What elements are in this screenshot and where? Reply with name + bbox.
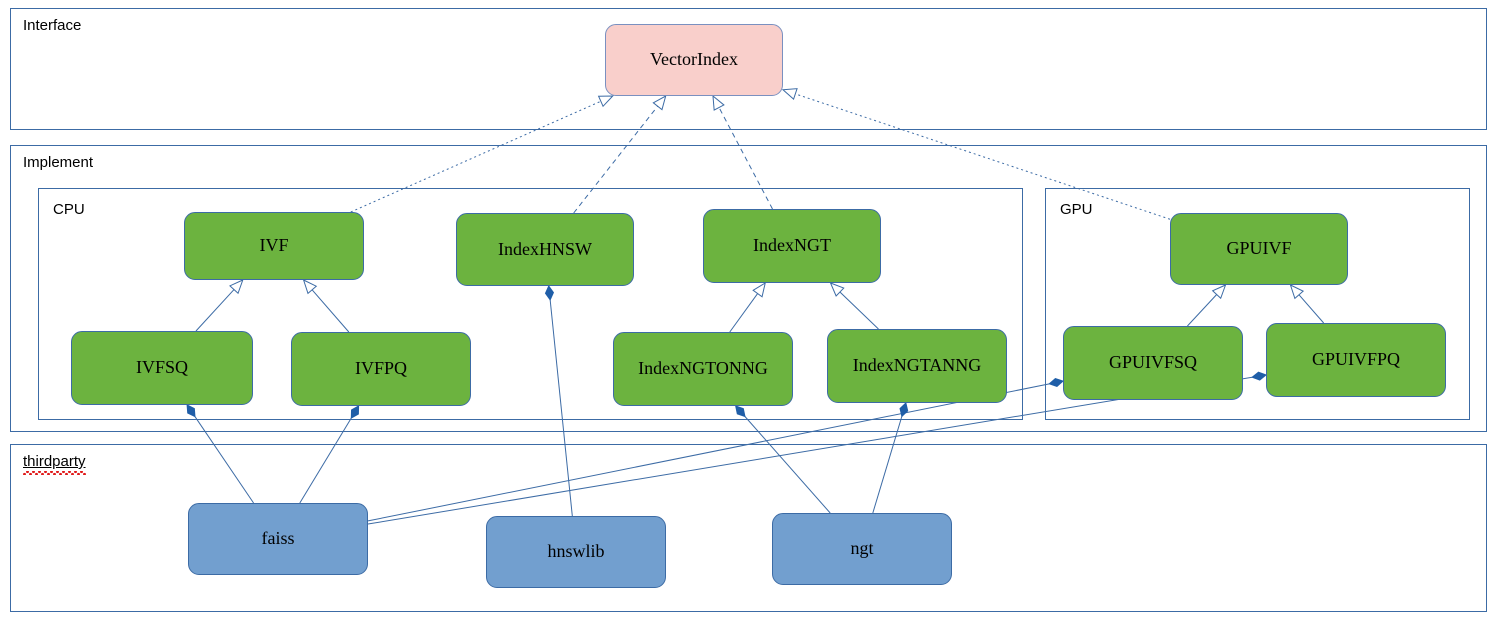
class-node-indexhnsw[interactable]: IndexHNSW (456, 213, 634, 286)
class-node-ivf[interactable]: IVF (184, 212, 364, 280)
edge-faiss-to-gpuivfsq (367, 383, 1050, 522)
arrowhead-hollow-triangle (1211, 284, 1227, 300)
class-node-ngt[interactable]: ngt (772, 513, 952, 585)
class-node-ivfpq[interactable]: IVFPQ (291, 332, 471, 406)
class-node-label: faiss (261, 528, 295, 549)
edge-indexngt-to-vectorindex (718, 107, 773, 210)
class-node-gpuivf[interactable]: GPUIVF (1170, 213, 1348, 285)
class-node-hnswlib[interactable]: hnswlib (486, 516, 666, 588)
edge-faiss-to-gpuivfpq (367, 376, 1253, 525)
arrowhead-hollow-triangle (712, 94, 725, 111)
class-node-label: IndexHNSW (498, 238, 592, 259)
arrowhead-hollow-triangle (597, 95, 614, 108)
class-node-indexngtonng[interactable]: IndexNGTONNG (613, 332, 793, 406)
class-node-indexngtanng[interactable]: IndexNGTANNG (827, 329, 1007, 403)
class-node-indexngt[interactable]: IndexNGT (703, 209, 881, 283)
arrowhead-filled-diamond (1048, 377, 1064, 387)
edge-gpuivfpq-to-gpuivf (1298, 294, 1325, 324)
edge-indexngtonng-to-indexngt (729, 293, 759, 333)
class-node-label: IVF (259, 235, 289, 256)
class-node-label: GPUIVFPQ (1311, 349, 1401, 370)
edge-ngt-to-indexngtanng (872, 416, 903, 514)
arrowhead-filled-diamond (735, 405, 746, 418)
edge-indexhnsw-to-vectorindex (573, 105, 659, 214)
edge-ivf-to-vectorindex (350, 100, 602, 213)
arrowhead-hollow-triangle (752, 281, 766, 298)
arrowhead-filled-diamond (544, 284, 555, 301)
package-cpu: CPU (38, 188, 1023, 420)
arrowhead-hollow-triangle (781, 88, 798, 100)
class-node-label: IndexNGTONNG (638, 358, 768, 379)
class-node-label: IVFPQ (354, 358, 407, 379)
class-node-label: IVFSQ (135, 357, 188, 378)
edge-ngt-to-indexngtonng (744, 416, 831, 514)
edge-gpuivfsq-to-gpuivf (1187, 294, 1218, 327)
class-node-faiss[interactable]: faiss (188, 503, 368, 575)
edge-ivfpq-to-ivf (311, 289, 350, 333)
class-node-label: VectorIndex (650, 49, 738, 70)
arrowhead-filled-diamond (350, 405, 360, 419)
package-cpu-label: CPU (53, 201, 85, 218)
arrowhead-filled-diamond (186, 404, 196, 418)
arrowhead-hollow-triangle (1289, 284, 1305, 300)
edge-faiss-to-ivfsq (194, 416, 254, 504)
arrowhead-hollow-triangle (829, 282, 845, 297)
class-node-label: ngt (850, 538, 874, 559)
class-node-gpuivfpq[interactable]: GPUIVFPQ (1266, 323, 1446, 397)
class-node-gpuivfsq[interactable]: GPUIVFSQ (1063, 326, 1243, 400)
edge-hnswlib-to-indexhnsw (549, 299, 573, 517)
edge-gpuivf-to-vectorindex (795, 93, 1171, 220)
arrowhead-filled-diamond (899, 402, 909, 418)
class-node-ivfsq[interactable]: IVFSQ (71, 331, 253, 405)
package-thirdparty-label: thirdparty (23, 453, 86, 475)
edge-ivfsq-to-ivf (195, 289, 235, 332)
package-gpu: GPU (1045, 188, 1470, 420)
class-node-label: hnswlib (547, 541, 605, 562)
arrowhead-filled-diamond (1251, 371, 1267, 381)
arrowhead-hollow-triangle (652, 94, 667, 111)
class-node-vectorindex[interactable]: VectorIndex (605, 24, 783, 96)
class-node-label: GPUIVF (1226, 238, 1292, 259)
edge-faiss-to-ivfpq (299, 417, 352, 504)
arrowhead-hollow-triangle (302, 279, 318, 295)
package-interface: Interface (10, 8, 1487, 130)
class-node-label: IndexNGT (753, 235, 831, 256)
package-interface-label: Interface (23, 17, 82, 34)
arrowhead-hollow-triangle (229, 279, 244, 295)
package-gpu-label: GPU (1060, 201, 1093, 218)
class-node-label: GPUIVFSQ (1108, 352, 1198, 373)
edge-indexngtanng-to-indexngt (839, 291, 879, 330)
package-implement: Implement (10, 145, 1487, 432)
package-implement-label: Implement (23, 154, 94, 171)
class-node-label: IndexNGTANNG (852, 355, 982, 376)
